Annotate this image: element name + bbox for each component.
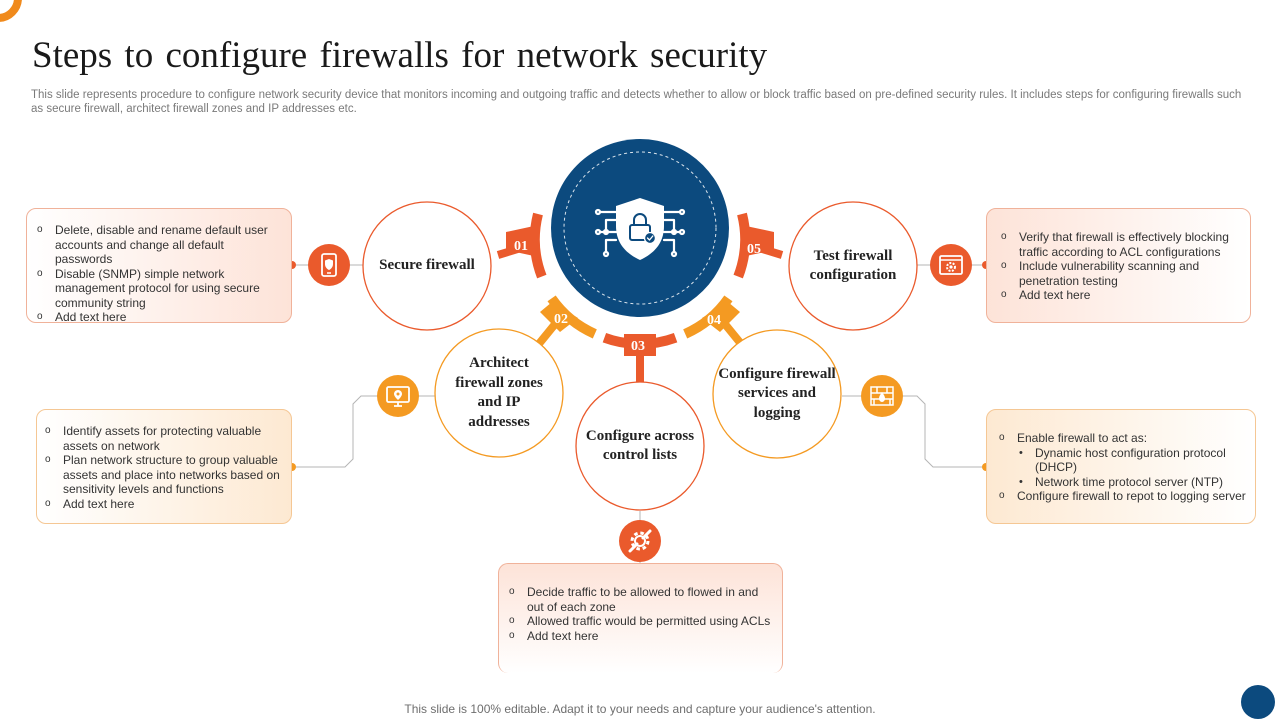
step-04-bullet-text: Enable firewall to act as: (1017, 431, 1148, 445)
step-number-01: 01 (514, 239, 528, 254)
step-04-sub-bullet: Dynamic host configuration protocol (DHC… (1017, 446, 1251, 475)
ring-stems (496, 226, 784, 384)
step-label-01: Secure firewall (379, 257, 475, 274)
step-box-05: Verify that firewall is effectively bloc… (986, 208, 1251, 323)
step-03-bullet: Add text here (507, 629, 774, 644)
step-circle-05 (788, 201, 918, 331)
step-circle-01 (362, 201, 492, 331)
connector-02 (292, 395, 435, 468)
step-box-02: Identify assets for protecting valuable … (36, 409, 292, 524)
step-number-02: 02 (554, 312, 568, 327)
step-04-bullet: Enable firewall to act as: Dynamic host … (997, 431, 1251, 489)
step-02-bullet: Plan network structure to group valuable… (43, 453, 283, 497)
connector-04 (842, 395, 986, 468)
page-subtitle: This slide represents procedure to confi… (31, 89, 1242, 115)
ring-arc-01 (529, 212, 547, 279)
monitor-location-icon (377, 375, 419, 417)
page-title: Steps to configure firewalls for network… (32, 35, 768, 76)
step-circle-03 (575, 381, 705, 511)
step-box-04: Enable firewall to act as: Dynamic host … (986, 409, 1256, 524)
step-number-03: 03 (631, 339, 645, 354)
step-01-bullet: Disable (SNMP) simple network management… (35, 267, 283, 311)
step-label-03: Configure across control lists (585, 427, 695, 464)
footer-note: This slide is 100% editable. Adapt it to… (404, 702, 876, 716)
step-label-02: Architect firewall zones and IP addresse… (455, 355, 543, 430)
step-01-bullet: Add text here (35, 310, 283, 325)
step-05-bullet: Add text here (999, 288, 1242, 303)
shield-lock-circuit-icon (594, 198, 686, 260)
brick-wall-fire-icon (861, 375, 903, 417)
step-circle-04 (712, 329, 842, 459)
step-number-05: 05 (747, 242, 761, 257)
step-02-bullet: Add text here (43, 497, 283, 512)
gear-wrench-icon (619, 520, 661, 562)
step-label-04: Configure firewall services and logging (718, 365, 836, 421)
step-01-bullet: Delete, disable and rename default user … (35, 223, 283, 267)
step-number-04: 04 (707, 313, 721, 328)
step-05-bullet: Verify that firewall is effectively bloc… (999, 230, 1242, 259)
step-03-bullet: Allowed traffic would be permitted using… (507, 614, 774, 629)
step-05-bullet: Include vulnerability scanning and penet… (999, 259, 1242, 288)
step-box-01: Delete, disable and rename default user … (26, 208, 292, 325)
step-04-bullet: Configure firewall to repot to logging s… (997, 489, 1251, 504)
step-04-sub-bullet: Network time protocol server (NTP) (1017, 475, 1251, 490)
step-box-03: Decide traffic to be allowed to flowed i… (498, 563, 783, 673)
step-circle-02 (434, 328, 564, 458)
step-03-bullet: Decide traffic to be allowed to flowed i… (507, 585, 774, 614)
corner-dot (1241, 685, 1275, 719)
corner-decoration (0, 0, 22, 22)
step-label-05: Test firewall configuration (809, 247, 897, 284)
phone-shield-icon (308, 244, 350, 286)
ring-arc-05 (733, 212, 751, 279)
step-02-bullet: Identify assets for protecting valuable … (43, 424, 283, 453)
browser-settings-icon (930, 244, 972, 286)
center-dashed-ring (563, 151, 717, 305)
